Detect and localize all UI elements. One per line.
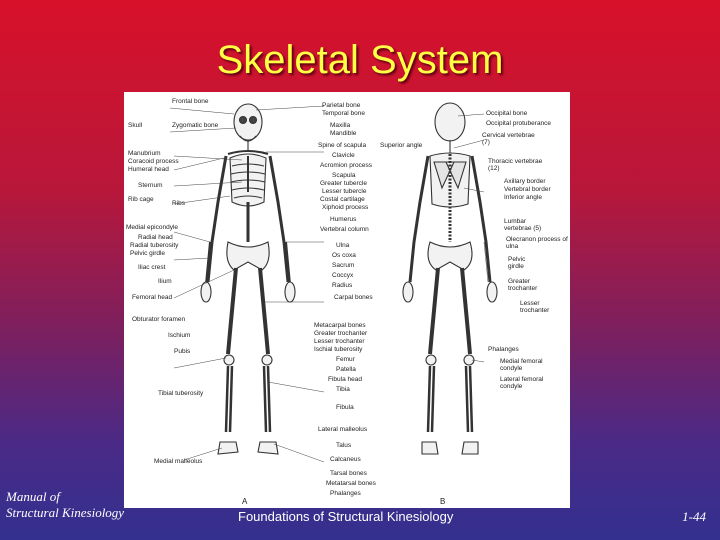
label-skull: Skull [128,122,142,129]
skeleton-figure: A B Frontal bone Skull Zygomatic bone Ma… [124,92,570,508]
label-lesser-tubercle: Lesser tubercle [322,188,366,195]
label-greater-tubercle: Greater tubercle [320,180,367,187]
label-clavicle: Clavicle [332,152,355,159]
label-coracoid-process: Coracoid process [128,158,179,165]
label-tarsal-bones: Tarsal bones [330,470,367,477]
label-femoral-head: Femoral head [132,294,172,301]
panel-b-label: B [440,497,445,506]
label-occipital-protuberance: Occipital protuberance [486,120,551,127]
label-rib-cage: Rib cage [128,196,154,203]
posterior-skeleton [403,103,497,454]
label-carpal-bones: Carpal bones [334,294,373,301]
page-number: 1-44 [682,509,706,525]
label-scapula: Scapula [332,172,356,179]
label-zygomatic-bone: Zygomatic bone [172,122,218,129]
label-metacarpal-bones: Metacarpal bones [314,322,366,329]
label-greater-trochanter: Greater trochanter [314,330,367,337]
label-sternum: Sternum [138,182,163,189]
label-ilium: Ilium [158,278,172,285]
label-metatarsal-bones: Metatarsal bones [326,480,376,487]
label-medial-femoral-condyle: Medial femoral condyle [500,358,554,372]
label-humeral-head: Humeral head [128,166,169,173]
footer-chapter: Foundations of Structural Kinesiology [238,509,453,524]
label-frontal-bone: Frontal bone [172,98,209,105]
label-pubis: Pubis [174,348,190,355]
footer-book-title: Manual of Structural Kinesiology [6,489,124,521]
label-superior-angle: Superior angle [380,142,422,149]
label-iliac-crest: Iliac crest [138,264,165,271]
label-coccyx: Coccyx [332,272,353,279]
label-fibula: Fibula [336,404,354,411]
slide-title: Skeletal System [0,38,720,83]
label-thoracic-vertebrae: Thoracic vertebrae (12) [488,158,548,172]
label-ischium: Ischium [168,332,190,339]
label-os-coxa: Os coxa [332,252,356,259]
label-phalanges-anterior: Phalanges [330,490,361,497]
label-olecranon-process: Olecranon process of ulna [506,236,568,250]
label-cervical-vertebrae: Cervical vertebrae (7) [482,132,542,146]
label-inferior-angle: Inferior angle [504,194,542,201]
label-vertebral-border: Vertebral border [504,186,551,193]
label-costal-cartilage: Costal cartilage [320,196,365,203]
label-tibia: Tibia [336,386,350,393]
label-ribs: Ribs [172,200,185,207]
label-tibial-tuberosity: Tibial tuberosity [158,390,203,397]
label-obturator-foramen: Obturator foramen [132,316,185,323]
label-patella: Patella [336,366,356,373]
footer-book-title-line1: Manual of [6,489,124,505]
label-xiphoid-process: Xiphoid process [322,204,368,211]
label-calcaneus: Calcaneus [330,456,361,463]
label-ischial-tuberosity: Ischial tuberosity [314,346,362,353]
label-medial-malleolus: Medial malleolus [154,458,202,465]
label-humerus: Humerus [330,216,356,223]
label-lumbar-vertebrae: Lumbar vertebrae (5) [504,218,554,232]
label-lesser-trochanter-posterior: Lesser trochanter [520,300,560,314]
label-medial-epicondyle: Medial epicondyle [126,224,178,231]
label-occipital-bone: Occipital bone [486,110,527,117]
panel-a-label: A [242,497,248,506]
label-vertebral-column: Vertebral column [320,226,369,233]
label-manubrium: Manubrium [128,150,161,157]
label-spine-of-scapula: Spine of scapula [318,142,366,149]
label-pelvic-girdle-posterior: Pelvic girdle [508,256,540,270]
label-maxilla: Maxilla [330,122,350,129]
label-fibula-head: Fibula head [328,376,362,383]
footer-book-title-line2: Structural Kinesiology [6,505,124,521]
label-lesser-trochanter: Lesser trochanter [314,338,365,345]
label-lateral-malleolus: Lateral malleolus [318,426,367,433]
label-lateral-femoral-condyle: Lateral femoral condyle [500,376,554,390]
label-pelvic-girdle: Pelvic girdle [130,250,165,257]
label-mandible: Mandible [330,130,356,137]
label-talus: Talus [336,442,351,449]
label-greater-trochanter-posterior: Greater trochanter [508,278,552,292]
label-axillary-border: Axillary border [504,178,546,185]
label-phalanges-posterior: Phalanges [488,346,519,353]
label-radial-head: Radial head [138,234,173,241]
label-parietal-bone: Parietal bone [322,102,360,109]
label-acromion-process: Acromion process [320,162,372,169]
label-radial-tuberosity: Radial tuberosity [130,242,178,249]
label-sacrum: Sacrum [332,262,354,269]
label-ulna: Ulna [336,242,349,249]
label-temporal-bone: Temporal bone [322,110,365,117]
label-radius: Radius [332,282,352,289]
label-femur: Femur [336,356,355,363]
